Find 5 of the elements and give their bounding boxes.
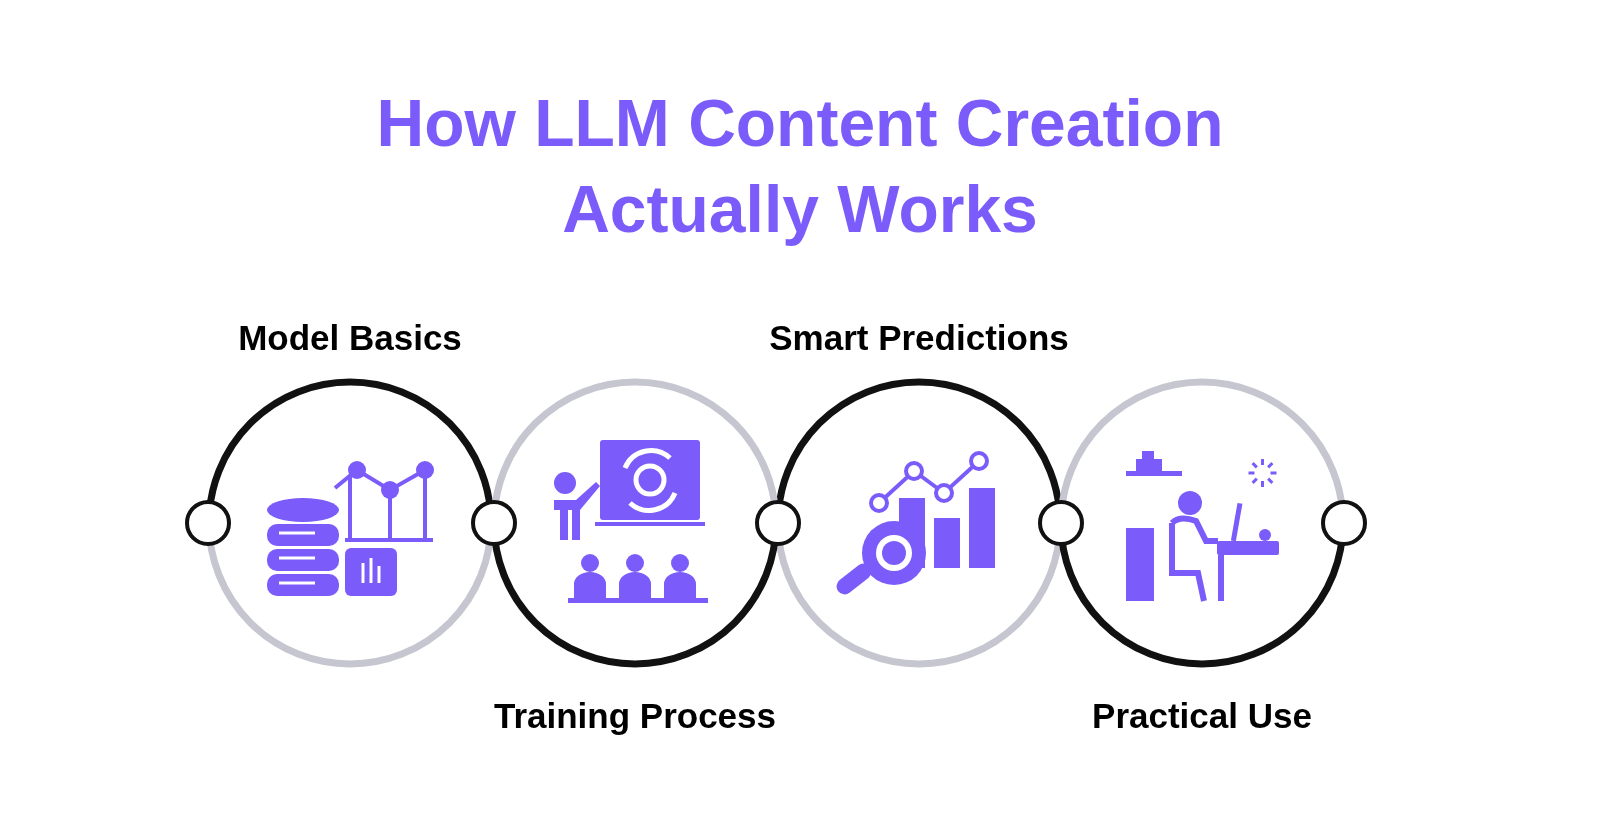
step-heading: Smart Predictions — [769, 317, 1069, 359]
step-heading: Training Process — [493, 695, 777, 737]
step-heading: Model Basics — [238, 317, 462, 359]
title: How LLM Content Creation Actually Works — [375, 85, 1225, 248]
step-heading: Practical Use — [1092, 695, 1312, 737]
